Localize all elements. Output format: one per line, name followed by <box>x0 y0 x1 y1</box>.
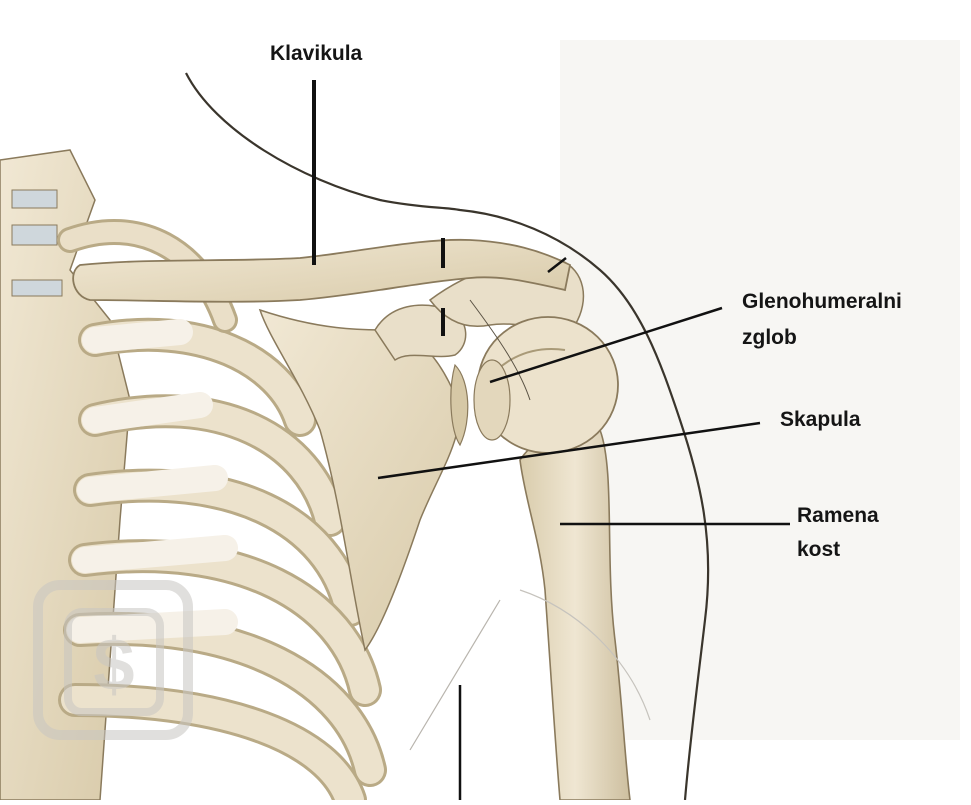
label-humerus: Ramena kost <box>797 502 879 564</box>
label-humerus-line1: Ramena <box>797 502 879 530</box>
label-glenohumeral-line2: zglob <box>742 324 902 352</box>
label-glenohumeral-line1: Glenohumeralni <box>742 288 902 316</box>
label-humerus-line2: kost <box>797 536 879 564</box>
background-shade <box>560 40 960 740</box>
humerus-bone <box>474 317 630 800</box>
svg-text:$: $ <box>93 623 134 706</box>
label-clavicle: Klavikula <box>270 40 362 68</box>
label-scapula: Skapula <box>780 406 861 434</box>
label-glenohumeral-joint: Glenohumeralni zglob <box>742 288 902 352</box>
